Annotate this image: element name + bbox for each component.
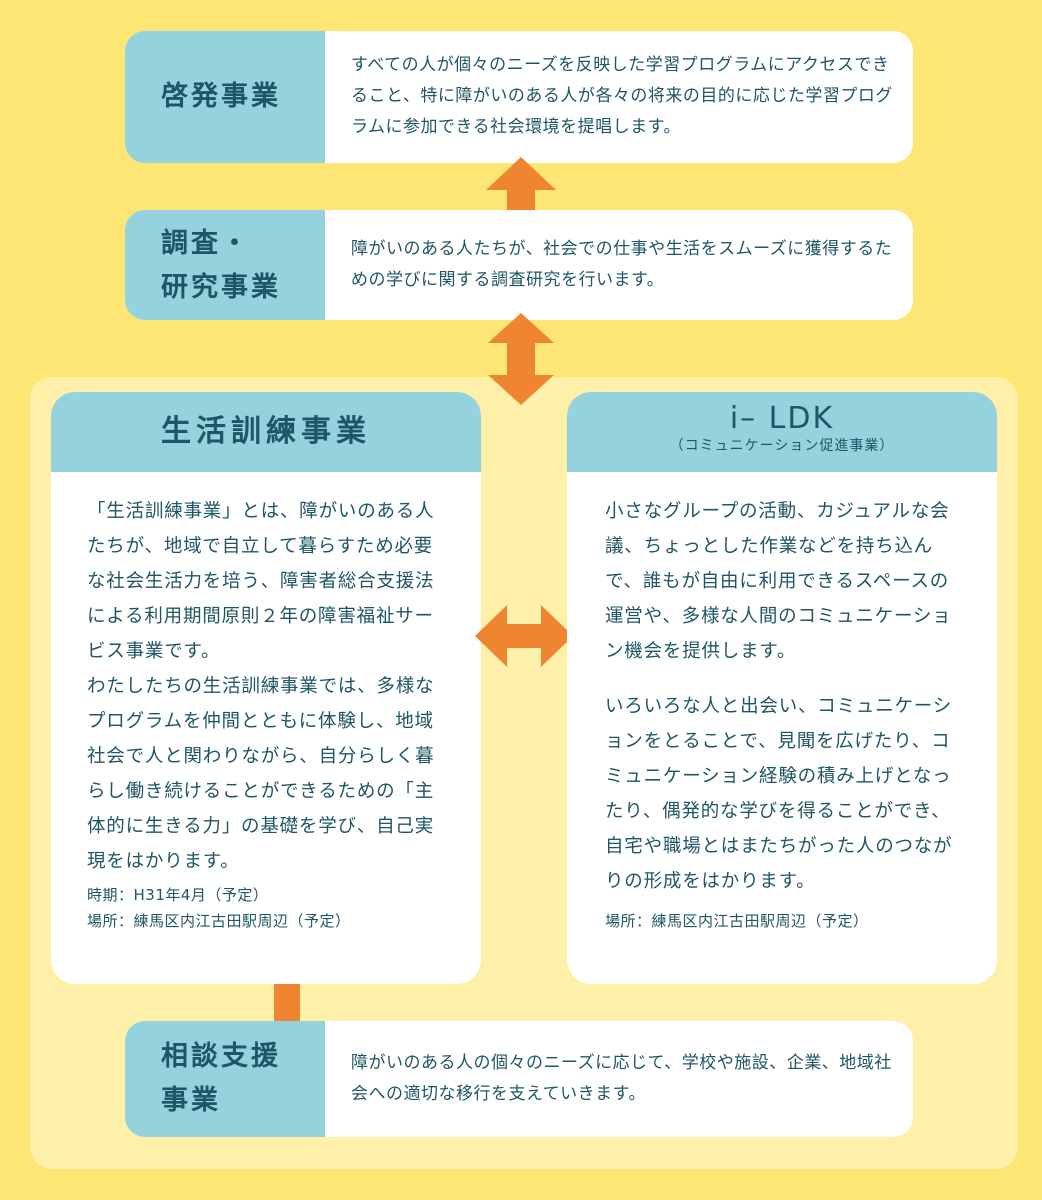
ildk-title: i– LDK	[729, 401, 835, 436]
chousa-title: 調査・ 研究事業	[161, 228, 281, 303]
keihatsu-label: 啓発事業	[125, 31, 325, 163]
seikatsu-place: 場所：練馬区内江古田駅周辺（予定）	[87, 912, 351, 930]
updown-arrow-icon	[488, 313, 554, 405]
ildk-header: i– LDK （コミュニケーション促進事業）	[567, 392, 997, 472]
ildk-card: i– LDK （コミュニケーション促進事業） 小さなグループの活動、カジュアルな…	[567, 392, 997, 984]
seikatsu-body: 「生活訓練事業」とは、障がいのある人たちが、地域で自立して暮らすため必要な社会生…	[87, 494, 451, 934]
seikatsu-header: 生活訓練事業	[51, 392, 481, 472]
seikatsu-card: 生活訓練事業 「生活訓練事業」とは、障がいのある人たちが、地域で自立して暮らすた…	[51, 392, 481, 984]
chousa-box: 調査・ 研究事業 障がいのある人たちが、社会での仕事や生活をスムーズに獲得するた…	[125, 210, 913, 320]
leftright-arrow-icon	[475, 605, 573, 667]
seikatsu-period: 時期：H31年4月（予定）	[87, 886, 269, 904]
keihatsu-box: 啓発事業 すべての人が個々のニーズを反映した学習プログラムにアクセスできること、…	[125, 31, 913, 163]
up-arrow-icon	[486, 157, 556, 211]
soudan-title: 相談支援 事業	[161, 1041, 281, 1116]
ildk-para2: いろいろな人と出会い、コミュニケーションをとることで、見聞を広げたり、コミュニケ…	[605, 696, 953, 892]
ildk-body: 小さなグループの活動、カジュアルな会議、ちょっとした作業などを持ち込んで、誰もが…	[605, 494, 965, 934]
connector-bar	[274, 984, 300, 1022]
soudan-box: 相談支援 事業 障がいのある人の個々のニーズに応じて、学校や施設、企業、地域社会…	[125, 1021, 913, 1137]
ildk-place: 場所：練馬区内江古田駅周辺（予定）	[605, 912, 869, 930]
chousa-label: 調査・ 研究事業	[125, 210, 325, 320]
seikatsu-title: 生活訓練事業	[161, 414, 371, 449]
ildk-para1: 小さなグループの活動、カジュアルな会議、ちょっとした作業などを持ち込んで、誰もが…	[605, 501, 952, 662]
soudan-label: 相談支援 事業	[125, 1021, 325, 1137]
chousa-description: 障がいのある人たちが、社会での仕事や生活をスムーズに獲得するための学びに関する調…	[351, 239, 893, 290]
ildk-subtitle: （コミュニケーション促進事業）	[669, 438, 895, 454]
soudan-description: 障がいのある人の個々のニーズに応じて、学校や施設、企業、地域社会への適切な移行を…	[351, 1053, 892, 1104]
keihatsu-description: すべての人が個々のニーズを反映した学習プログラムにアクセスできること、特に障がい…	[351, 55, 893, 137]
seikatsu-para1: 「生活訓練事業」とは、障がいのある人たちが、地域で自立して暮らすため必要な社会生…	[87, 501, 435, 662]
keihatsu-title: 啓発事業	[161, 81, 281, 112]
seikatsu-para2: わたしたちの生活訓練事業では、多様なプログラムを仲間とともに体験し、地域社会で人…	[87, 676, 435, 872]
